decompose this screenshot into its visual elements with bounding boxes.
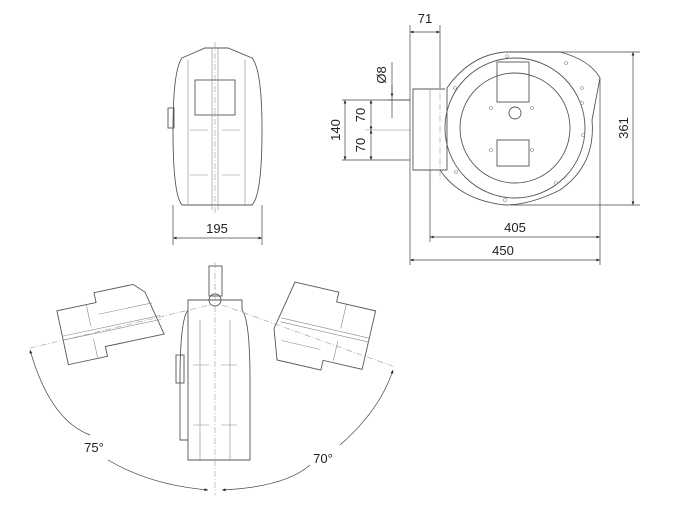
swivel-view: 75° 70° bbox=[29, 262, 396, 495]
dim-hole-diameter: Ø8 bbox=[374, 66, 389, 83]
side-view: 195 bbox=[167, 42, 263, 245]
dim-hole-spacing-upper: 70 bbox=[353, 108, 368, 122]
dim-bracket-depth: 71 bbox=[418, 11, 432, 26]
dim-body-width: 405 bbox=[504, 220, 526, 235]
dim-swivel-left: 75° bbox=[84, 440, 104, 455]
dim-height: 361 bbox=[616, 117, 631, 139]
dim-hole-spacing-lower: 70 bbox=[353, 138, 368, 152]
dim-hole-spacing-total: 140 bbox=[328, 119, 343, 141]
dim-side-width: 195 bbox=[206, 221, 228, 236]
front-view: 71 Ø8 140 70 70 361 405 450 bbox=[328, 11, 640, 265]
dim-swivel-right: 70° bbox=[313, 451, 333, 466]
dim-overall-width: 450 bbox=[492, 243, 514, 258]
